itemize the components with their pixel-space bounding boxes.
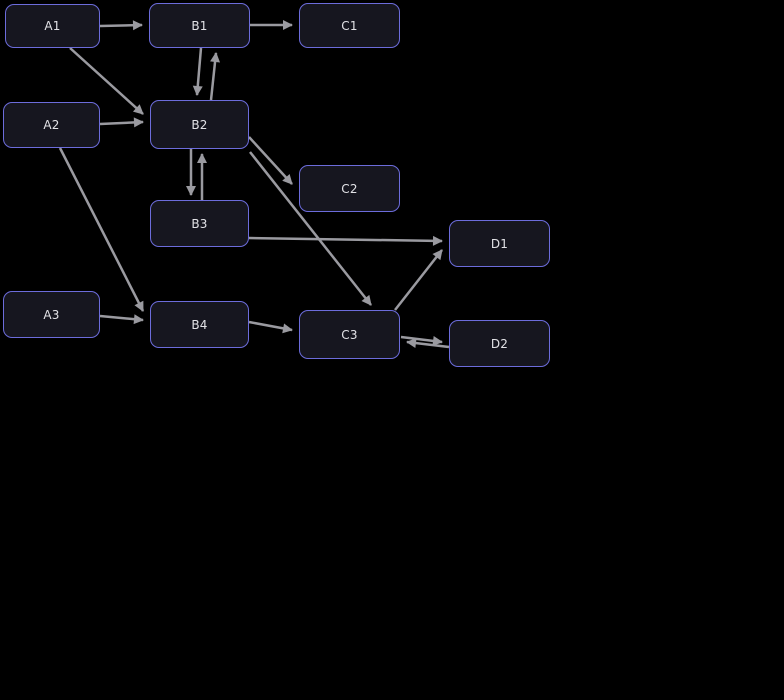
edge-A1-B2 xyxy=(69,47,144,115)
node-D1[interactable]: D1 xyxy=(449,220,550,267)
edge-B2-B1 xyxy=(209,52,221,101)
edge-B3-D1 xyxy=(248,235,443,246)
edge-B1-B2 xyxy=(192,47,203,96)
edge-D2-C3 xyxy=(406,338,450,349)
node-label: C2 xyxy=(341,181,358,196)
node-A1[interactable]: A1 xyxy=(5,4,100,48)
node-label: A3 xyxy=(43,307,60,322)
node-label: B2 xyxy=(191,117,208,132)
node-B4[interactable]: B4 xyxy=(150,301,249,348)
node-C3[interactable]: C3 xyxy=(299,310,400,359)
node-B2[interactable]: B2 xyxy=(150,100,249,149)
node-B1[interactable]: B1 xyxy=(149,3,250,48)
node-C2[interactable]: C2 xyxy=(299,165,400,212)
node-label: B1 xyxy=(191,18,208,33)
edge-A2-B2 xyxy=(99,117,144,128)
node-B3[interactable]: B3 xyxy=(150,200,249,247)
node-C1[interactable]: C1 xyxy=(299,3,400,48)
node-label: A1 xyxy=(44,19,61,33)
node-label: D2 xyxy=(490,336,509,351)
edge-B4-C3 xyxy=(248,320,293,334)
edge-A3-B4 xyxy=(99,314,144,325)
edge-C3-D1 xyxy=(394,249,443,311)
node-D2[interactable]: D2 xyxy=(449,320,550,367)
node-A3[interactable]: A3 xyxy=(3,291,100,338)
edge-A1-B1 xyxy=(99,20,143,31)
edge-A2-B4 xyxy=(58,147,145,312)
node-label: D1 xyxy=(490,236,509,251)
node-label: A2 xyxy=(43,118,60,132)
edge-B2-C2 xyxy=(248,136,293,185)
node-label: B4 xyxy=(191,317,208,332)
edge-C3-D2 xyxy=(400,335,443,346)
node-label: B3 xyxy=(191,216,208,231)
node-label: C1 xyxy=(341,18,358,33)
node-A2[interactable]: A2 xyxy=(3,102,100,148)
edge-B2-C3 xyxy=(249,151,372,306)
node-label: C3 xyxy=(341,327,358,342)
